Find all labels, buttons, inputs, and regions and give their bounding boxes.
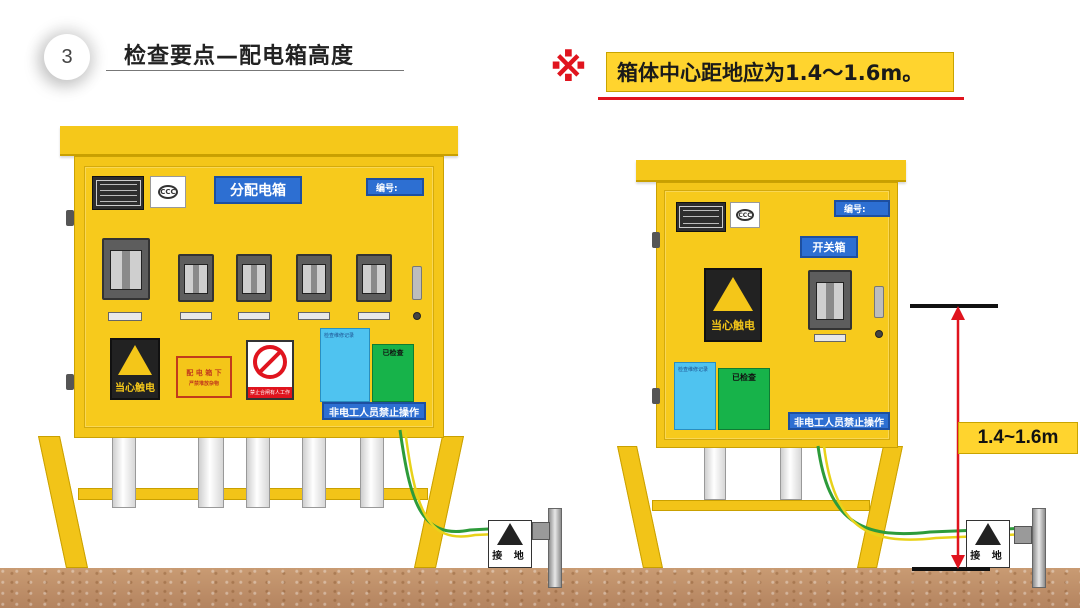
checked-text: 已检查 [732,373,756,382]
breaker-slot [358,312,390,320]
height-note: 箱体中心距地应为1.4～1.6m。 [606,52,954,92]
section-number-badge: 3 [44,34,90,80]
ccc-cert-icon: CCC [150,176,186,208]
keyhole-icon [413,312,421,320]
prohibit-text: 禁止合闸有人工作 [248,387,292,398]
switch-breaker [808,270,852,330]
prohibit-switch-sign: 禁止合闸有人工作 [246,340,294,400]
reference-mark-icon: ※ [550,46,587,90]
nameplate [676,202,726,232]
ground-warning-icon [975,523,1001,545]
ground-label: 接 地 [492,551,528,562]
cable-conduit [198,436,224,508]
number-label: 编号: [834,200,890,217]
ground-clamp [532,522,550,540]
ground-warning-icon [497,523,523,545]
no-stacking-sign: 配 电 箱 下 严禁堆放杂物 [176,356,232,398]
breaker-slot [298,312,330,320]
electric-shock-warning: 当心触电 [704,268,762,342]
warning-text: 当心触电 [115,382,155,394]
record-title: 检查维修记录 [678,367,709,373]
ground-soil [0,568,1080,608]
high-voltage-icon [713,277,753,311]
door-latch [412,266,422,300]
ground-label: 接 地 [970,551,1006,562]
ground-sign: 接 地 [966,520,1010,568]
leg-crossbar [652,500,870,511]
breaker-slot [180,312,212,320]
checked-text: 已检查 [382,349,404,357]
non-electrician-notice: 非电工人员禁止操作 [322,402,426,420]
keyhole-icon [875,330,883,338]
note-underline [598,97,964,100]
record-title: 检查维修记录 [324,333,355,339]
non-electrician-notice: 非电工人员禁止操作 [788,412,890,430]
prohibition-icon [253,345,287,379]
nameplate [92,176,144,210]
branch-breaker [296,254,332,302]
cabinet-roof [60,126,458,156]
cabinet-label: 开关箱 [800,236,858,258]
sign-subtext: 严禁堆放杂物 [188,380,219,387]
section-number: 3 [61,45,73,68]
height-range-label: 1.4~1.6m [958,422,1078,454]
branch-breaker [356,254,392,302]
ground-sign: 接 地 [488,520,532,568]
cable-conduit [246,436,270,508]
checked-card: 已检查 [718,368,770,430]
breaker-slot [108,312,142,321]
warning-text: 当心触电 [711,319,755,332]
main-breaker [102,238,150,300]
sign-text: 配 电 箱 下 [186,368,222,377]
ccc-cert-icon: CCC [730,202,760,228]
number-label: 编号: [366,178,424,196]
ground-stake [1032,508,1046,588]
ground-clamp [1014,526,1032,544]
title-underline [106,70,404,71]
cabinet-label: 分配电箱 [214,176,302,204]
breaker-slot [238,312,270,320]
ground-stake [548,508,562,588]
high-voltage-icon [118,344,152,375]
cabinet-roof [636,160,906,182]
inspection-record-card: 检查维修记录 [674,362,716,430]
door-hinge [652,232,660,248]
door-hinge [66,374,74,390]
inspection-record-card: 检查维修记录 [320,328,370,402]
branch-breaker [236,254,272,302]
door-hinge [652,388,660,404]
electric-shock-warning: 当心触电 [110,338,160,400]
door-hinge [66,210,74,226]
height-range-text: 1.4~1.6m [977,427,1059,448]
cable-conduit [112,436,136,508]
door-latch [874,286,884,318]
checked-card: 已检查 [372,344,414,402]
height-note-text: 箱体中心距地应为1.4～1.6m。 [617,61,924,85]
breaker-slot [814,334,846,342]
branch-breaker [178,254,214,302]
page-title: 检查要点—配电箱高度 [124,44,355,69]
cable-conduit [302,436,326,508]
